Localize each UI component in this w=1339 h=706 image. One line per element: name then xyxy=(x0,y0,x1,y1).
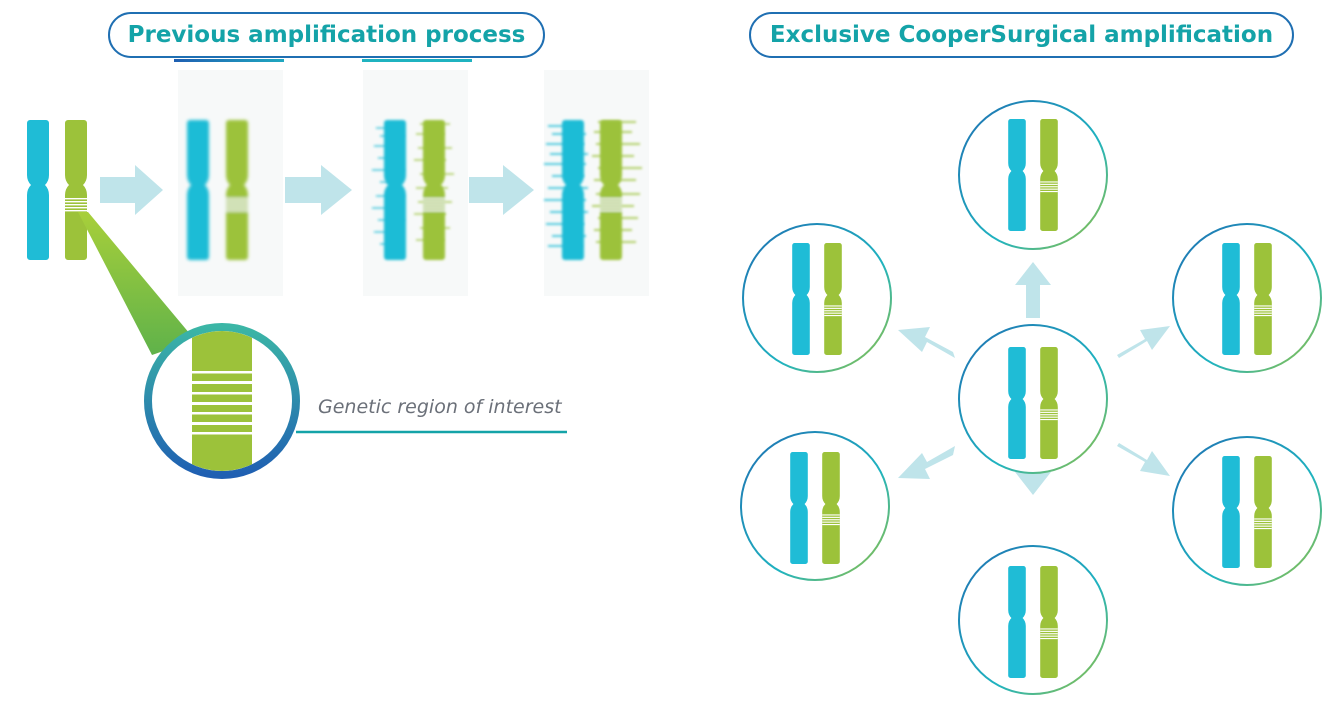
lower-left-circle xyxy=(740,431,890,581)
title-underline-right xyxy=(362,59,472,62)
amplification-network xyxy=(740,100,1322,695)
arrow-down-left xyxy=(898,446,955,479)
arrow-right-1 xyxy=(100,165,163,215)
genetic-region-label: Genetic region of interest xyxy=(318,396,562,418)
lower-right-circle xyxy=(1172,436,1322,586)
arrow-up-left xyxy=(898,327,955,358)
zoom-circle xyxy=(144,323,300,479)
previous-process-title-text: Previous amplification process xyxy=(127,22,526,48)
exclusive-process-title-text: Exclusive CooperSurgical amplification xyxy=(769,22,1274,48)
original-chromosome-pair xyxy=(27,120,87,260)
center-circle xyxy=(958,324,1108,474)
arrow-up xyxy=(1015,262,1051,318)
bottom-circle xyxy=(958,545,1108,695)
top-circle xyxy=(958,100,1108,250)
upper-left-circle xyxy=(742,223,892,373)
previous-process-title: Previous amplification process xyxy=(108,12,545,58)
arrow-up-right xyxy=(1117,326,1170,358)
arrow-right-3 xyxy=(469,165,534,215)
arrow-down-right xyxy=(1117,443,1170,476)
upper-right-circle xyxy=(1172,223,1322,373)
zoom-wedge xyxy=(78,212,195,355)
heavily-frayed-chromosome-pair xyxy=(544,120,642,260)
process-arrows xyxy=(100,165,534,215)
title-underline-left xyxy=(174,59,284,62)
step-4-panel xyxy=(544,70,649,296)
arrow-right-2 xyxy=(285,165,352,215)
exclusive-process-title: Exclusive CooperSurgical amplification xyxy=(749,12,1294,58)
frayed-chromosome-pair xyxy=(372,120,454,260)
step-3-panel xyxy=(363,70,468,296)
